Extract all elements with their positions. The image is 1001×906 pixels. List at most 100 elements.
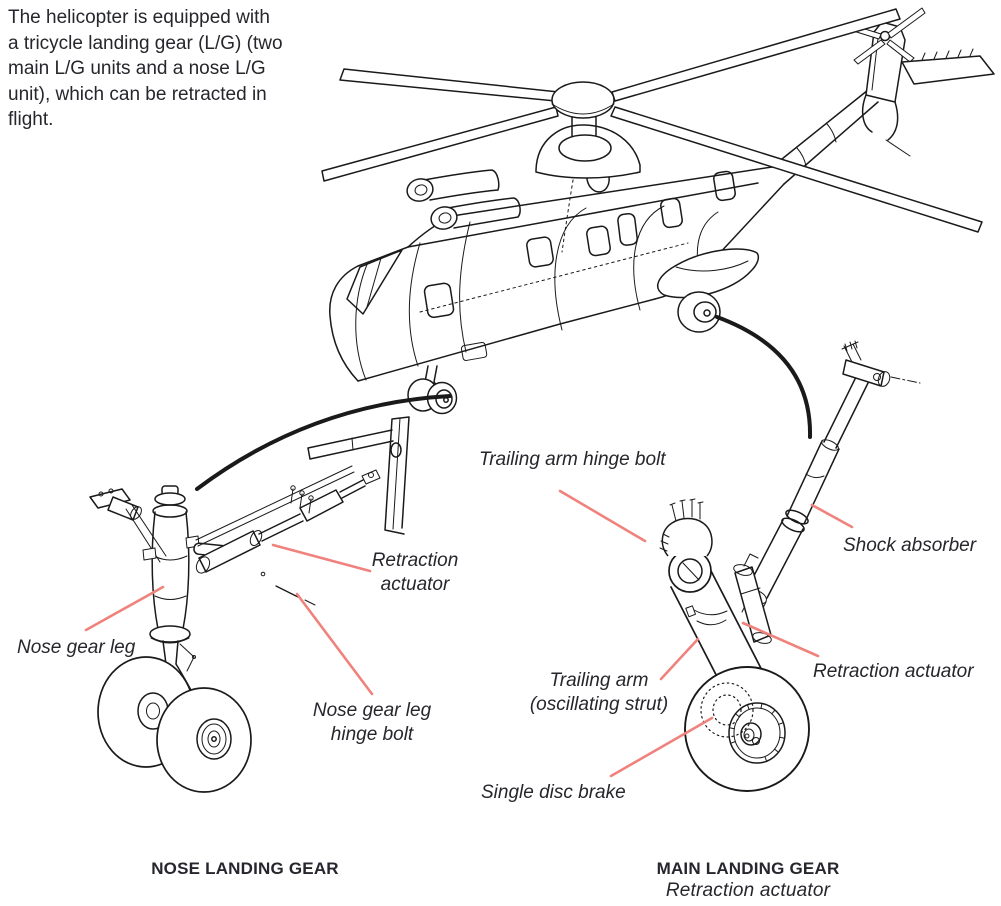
door-frame-arc: [554, 207, 587, 331]
cabin-window: [423, 282, 455, 319]
leader-nose-gear-leg: [84, 585, 165, 632]
hub-nut: [752, 737, 760, 745]
tail-boom-ring: [826, 123, 837, 143]
shock-ring: [785, 509, 809, 525]
actuator-divider: [249, 530, 263, 546]
door-frame-arc: [633, 205, 665, 311]
airframe-flange-step: [351, 437, 354, 451]
leader-single-disc-brake: [609, 716, 714, 778]
intro-line: flight.: [8, 109, 54, 130]
lower-collar: [149, 625, 191, 643]
upper-brace-rod: [195, 465, 355, 547]
tail-boom-top: [771, 89, 869, 168]
label-line: Nose gear leg: [312, 700, 432, 721]
nose-axle-dot: [211, 736, 217, 742]
horizontal-stabilizer: [901, 55, 995, 85]
label-main-retraction-actuator: Retraction actuator: [813, 661, 974, 682]
intro-line: a tricycle landing gear (L/G) (two: [8, 32, 283, 54]
label-line: Retraction: [371, 550, 459, 571]
connector-arcs: [195, 315, 813, 491]
leader-lines: [84, 489, 854, 778]
strut-top-cap: [154, 492, 186, 506]
cabin-window: [586, 225, 611, 257]
main-wheel-rim: [693, 301, 717, 323]
strut-collar: [152, 504, 188, 518]
hanging-bolt: [290, 488, 312, 514]
engine-intake-opening: [430, 206, 458, 230]
rim-tick-marks: [728, 703, 786, 762]
label-line: actuator: [380, 573, 450, 595]
rotor-mast-base-ring: [558, 134, 612, 162]
lower-collar-ring: [150, 637, 190, 644]
engine-intake-inner: [438, 212, 452, 224]
barrel-section-line: [153, 555, 188, 600]
hidden-structure-line: [561, 167, 576, 253]
main-axle-dot: [744, 733, 750, 739]
hinge-bolt-mark: [275, 585, 299, 598]
label-line: Trailing arm: [549, 670, 649, 691]
actuator-body: [198, 530, 261, 573]
centerline-dashdot: [890, 376, 921, 384]
nose-wheel-right-hub: [207, 730, 221, 748]
pivot-tick: [682, 562, 700, 581]
main-rotor-blade: [611, 8, 901, 102]
nose-gear-drawing: [89, 416, 410, 793]
label-nose-gear-leg: Nose gear leg: [17, 637, 136, 658]
brake-disc-dotted-inner: [712, 694, 742, 726]
actuator-end-cap: [195, 556, 211, 574]
caption-main-landing-gear: MAIN LANDING GEAR Retraction actuator: [623, 859, 873, 902]
nose-gear-connector-arc: [195, 394, 452, 491]
shock-top-pin: [873, 373, 881, 381]
leader-trailing-arm: [659, 637, 700, 681]
tail-fairing: [861, 94, 873, 133]
actuator-cylinder2: [299, 489, 344, 522]
main-rotor-blade: [339, 68, 569, 103]
actuator-mid-line: [740, 587, 761, 595]
fuselage-section-line: [408, 242, 421, 367]
cabin-window: [713, 170, 736, 202]
shock-absorber-upper-tube: [823, 376, 869, 449]
leader-main-retraction-actuator: [741, 621, 820, 658]
main-wheel-hub-inner: [743, 728, 755, 742]
retraction-actuator-body: [734, 566, 772, 643]
leader-nose-retraction-actuator: [271, 543, 372, 573]
airframe-flange: [307, 429, 394, 460]
sponson: [656, 248, 760, 299]
shock-top-end-cap: [877, 371, 891, 387]
label-nose-gear-leg-hinge-bolt: Nose gear leg hinge bolt: [301, 699, 443, 746]
nose-wheel-right-tire: [156, 687, 252, 793]
main-wheel-rim: [728, 702, 786, 764]
slider-tube: [162, 640, 179, 665]
trailing-arm-pivot-inner: [677, 558, 703, 584]
brake-disc-dotted: [700, 682, 754, 738]
clevis-pin: [368, 472, 374, 478]
main-wheel-hub: [740, 722, 762, 746]
main-wheel-hub: [703, 309, 711, 317]
sponson-crease: [675, 260, 749, 272]
bolt-head: [290, 485, 296, 491]
nose-wheel-right-ring: [201, 723, 227, 755]
label-single-disc-brake: Single disc brake: [481, 782, 626, 803]
rotor-hub-lip: [551, 103, 615, 115]
caption-title: MAIN LANDING GEAR: [656, 859, 840, 878]
intro-line: unit), which can be retracted in: [8, 83, 267, 105]
intro-line: The helicopter is equipped with: [8, 7, 270, 28]
main-rotor-blade: [610, 106, 983, 233]
hinge-clamp-bracket: [661, 517, 713, 557]
tail-rotor-blade: [887, 7, 926, 39]
cabin-window: [617, 212, 638, 246]
nose-wheel-right-rim: [196, 718, 232, 760]
shock-mid-section-line: [805, 473, 825, 479]
shock-absorber-mid-tube: [786, 440, 840, 525]
tail-rotor-blade: [853, 39, 886, 65]
nose-wheel-left-hub: [146, 702, 160, 720]
label-line: (oscillating strut): [529, 693, 669, 715]
cabin-window: [526, 236, 554, 268]
leader-trailing-arm-hinge-bolt: [558, 489, 647, 543]
label-trailing-arm: Trailing arm (oscillating strut): [524, 669, 674, 716]
label-shock-absorber: Shock absorber: [843, 535, 977, 556]
actuator-link: [743, 553, 759, 567]
label-line: hinge bolt: [330, 723, 414, 745]
leader-shock-absorber: [810, 503, 854, 529]
roof-far-edge: [451, 166, 773, 217]
